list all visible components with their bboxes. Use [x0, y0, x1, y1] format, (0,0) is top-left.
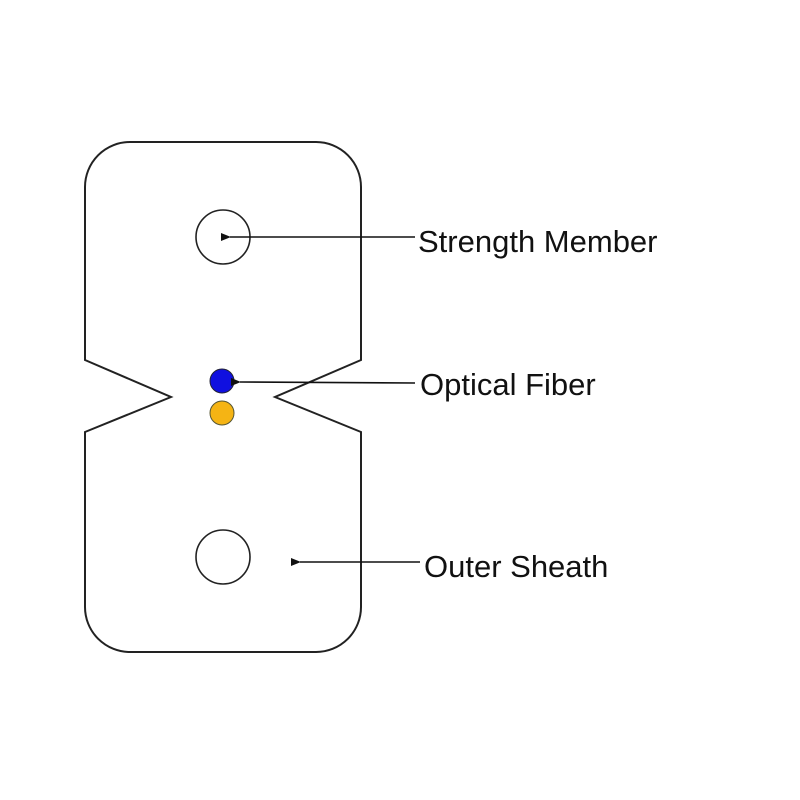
optical-fiber-orange	[209, 400, 235, 426]
outer-sheath-outline	[84, 141, 362, 653]
optical-fiber-blue	[209, 368, 235, 394]
label-strength-member: Strength Member	[418, 224, 658, 259]
label-optical-fiber: Optical Fiber	[420, 367, 596, 402]
strength-member-bottom	[195, 529, 251, 585]
label-outer-sheath: Outer Sheath	[424, 549, 608, 584]
optical-fiber-leader	[230, 377, 416, 386]
